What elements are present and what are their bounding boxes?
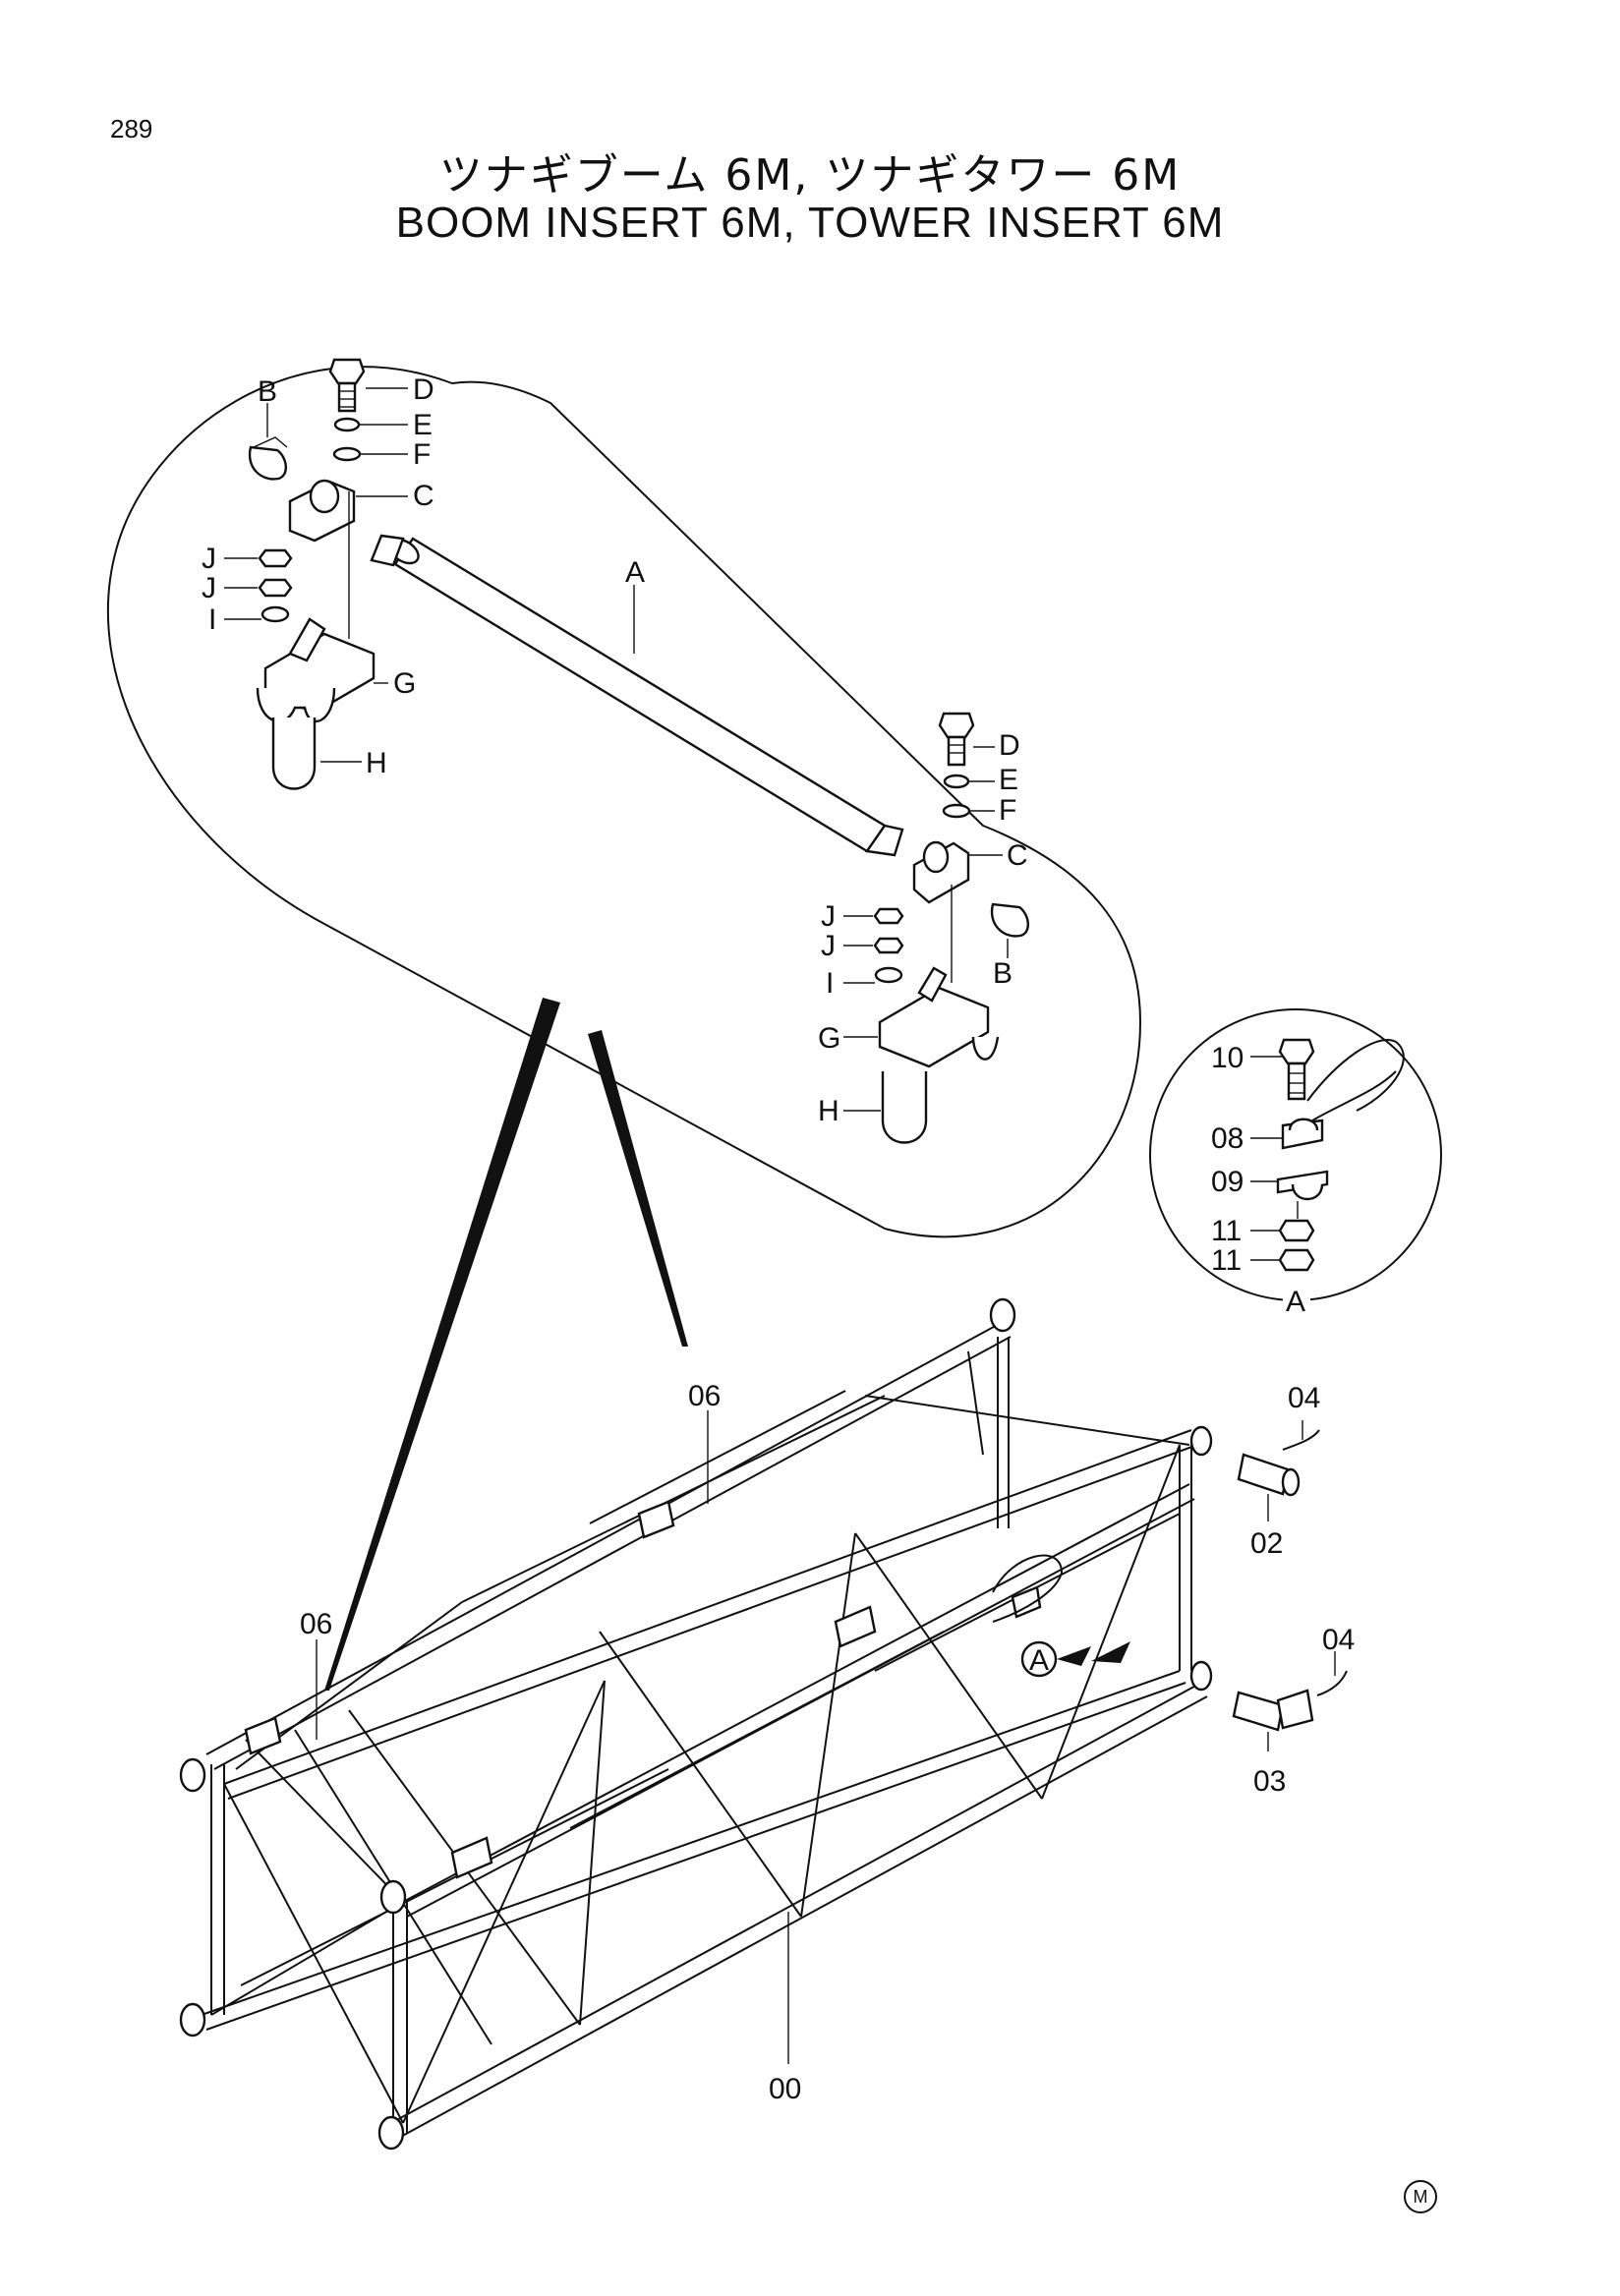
capsule-labels: B D E F C J J I G H A D E F C B J J I G …	[202, 373, 1028, 1127]
label-i-upper: I	[208, 603, 216, 636]
page-number: 289	[110, 114, 153, 144]
label-b-upper: B	[258, 375, 277, 408]
upper-left-bracket-assembly	[224, 358, 408, 790]
label-c-lower: C	[1007, 839, 1028, 872]
label-h-upper: H	[366, 747, 387, 779]
frame-leaders	[316, 1410, 789, 2064]
label-j-lower-1: J	[821, 900, 836, 933]
label-11-1: 11	[1211, 1215, 1242, 1247]
label-f-lower: F	[999, 794, 1016, 827]
lattice-frame	[179, 1297, 1213, 2151]
pin-02	[1237, 1453, 1301, 1521]
label-04-lower: 04	[1322, 1624, 1355, 1656]
lower-right-bracket-assembly	[843, 712, 1029, 1144]
title-english: BOOM INSERT 6M, TOWER INSERT 6M	[395, 199, 1225, 247]
label-j-upper-2: J	[202, 572, 216, 604]
title-japanese: ツナギブーム 6M, ツナギタワー 6M	[438, 150, 1182, 201]
manufacturer-mark: M	[1404, 2180, 1437, 2213]
label-d-lower: D	[999, 729, 1020, 762]
frame-labels: 06 06 04 02 04 03 00	[300, 1380, 1355, 2105]
label-a-tube: A	[625, 556, 645, 589]
circle-a-labels: 10 08 09 11 11 A	[1211, 1042, 1305, 1318]
label-e-upper: E	[413, 409, 433, 441]
detail-capsule	[106, 366, 1142, 1238]
label-e-lower: E	[999, 764, 1018, 796]
label-g-lower: G	[818, 1022, 840, 1055]
clip-04-lower	[1316, 1651, 1348, 1696]
label-h-lower: H	[818, 1095, 839, 1127]
label-03: 03	[1253, 1765, 1286, 1798]
label-j-lower-2: J	[821, 930, 836, 962]
label-02: 02	[1250, 1527, 1283, 1560]
label-d-upper: D	[413, 373, 434, 406]
label-06-upper: 06	[688, 1380, 721, 1412]
clip-04-upper	[1282, 1420, 1320, 1451]
label-g-upper: G	[393, 667, 416, 700]
label-j-upper-1: J	[202, 543, 216, 575]
label-00: 00	[769, 2073, 801, 2105]
label-b-lower: B	[993, 957, 1012, 990]
detail-circle-a	[1149, 1008, 1442, 1312]
label-f-upper: F	[413, 438, 431, 471]
label-a-reference: A	[1029, 1644, 1049, 1677]
label-10: 10	[1211, 1042, 1244, 1074]
detail-leader-wedges	[324, 998, 688, 1691]
label-06-lower: 06	[300, 1608, 332, 1640]
label-a-circle: A	[1286, 1286, 1305, 1318]
label-09: 09	[1211, 1166, 1244, 1198]
label-c-upper: C	[413, 480, 434, 512]
label-08: 08	[1211, 1122, 1244, 1155]
pin-03	[1232, 1689, 1314, 1751]
label-04-upper: 04	[1288, 1382, 1320, 1414]
tube-a	[370, 534, 904, 857]
detail-a-reference: A	[1020, 1640, 1130, 1678]
label-11-2: 11	[1211, 1244, 1242, 1277]
label-i-lower: I	[826, 967, 834, 1000]
